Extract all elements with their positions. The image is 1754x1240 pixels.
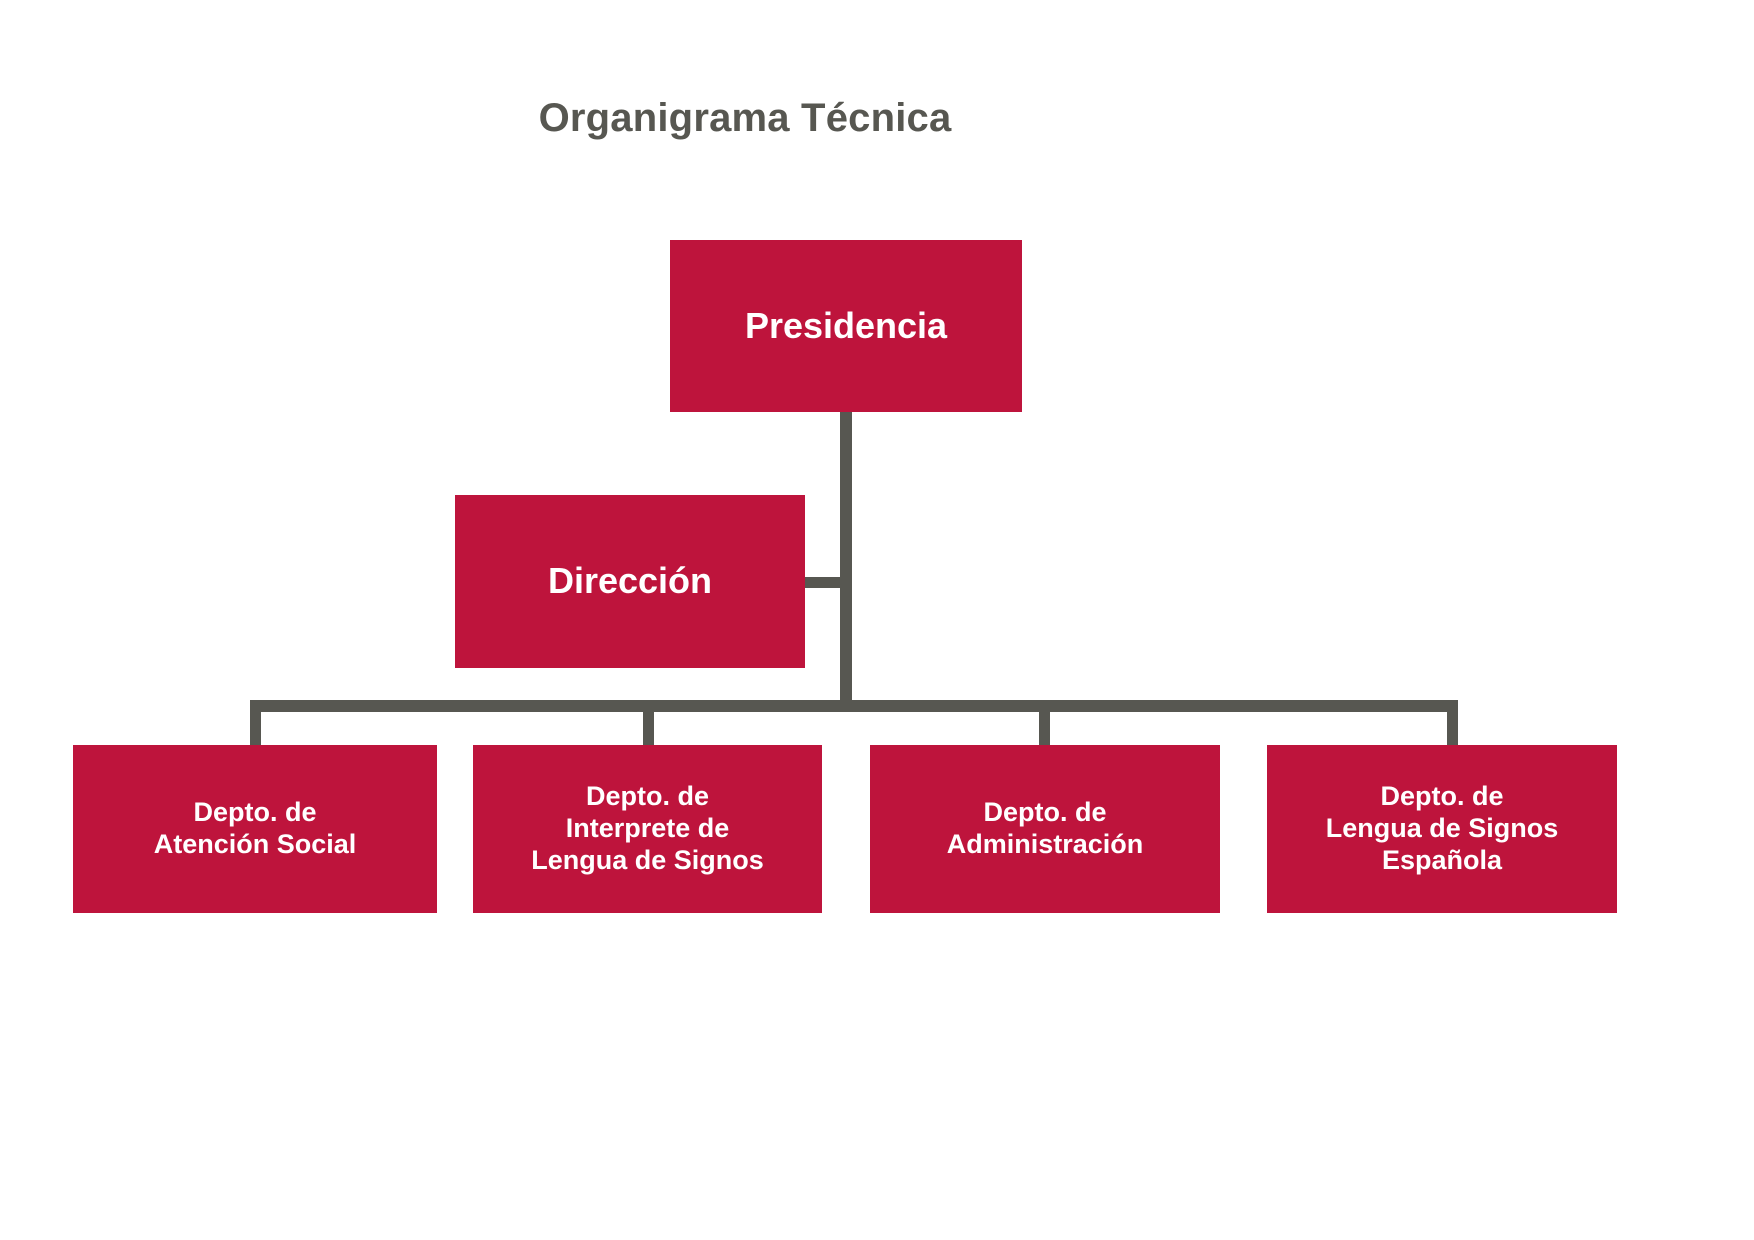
connector-distribution-bar xyxy=(250,700,1458,712)
connector-drop-depto-3 xyxy=(1039,700,1050,746)
connector-drop-depto-2 xyxy=(643,700,654,746)
org-node-depto-atencion-social[interactable]: Depto. de Atención Social xyxy=(73,745,437,913)
connector-drop-depto-4 xyxy=(1447,700,1458,746)
org-node-depto-atencion-social-label: Depto. de Atención Social xyxy=(153,797,357,859)
org-node-depto-lengua-signos-espanola[interactable]: Depto. de Lengua de Signos Española xyxy=(1267,745,1617,913)
org-node-depto-interprete-lengua-signos[interactable]: Depto. de Interprete de Lengua de Signos xyxy=(473,745,822,913)
org-node-presidencia[interactable]: Presidencia xyxy=(670,240,1022,412)
connector-trunk-vertical xyxy=(840,412,852,703)
connector-drop-depto-1 xyxy=(250,700,261,746)
page-title: Organigrama Técnica xyxy=(538,96,952,140)
org-node-depto-administracion-label: Depto. de Administración xyxy=(946,797,1144,859)
org-node-depto-administracion[interactable]: Depto. de Administración xyxy=(870,745,1220,913)
org-node-depto-lengua-signos-espanola-label: Depto. de Lengua de Signos Española xyxy=(1325,781,1559,875)
connector-direccion-horizontal xyxy=(800,577,846,588)
org-node-depto-interprete-lengua-signos-label: Depto. de Interprete de Lengua de Signos xyxy=(531,781,764,875)
org-node-direccion[interactable]: Dirección xyxy=(455,495,805,668)
org-node-presidencia-label: Presidencia xyxy=(744,304,948,346)
org-node-direccion-label: Dirección xyxy=(547,560,713,602)
